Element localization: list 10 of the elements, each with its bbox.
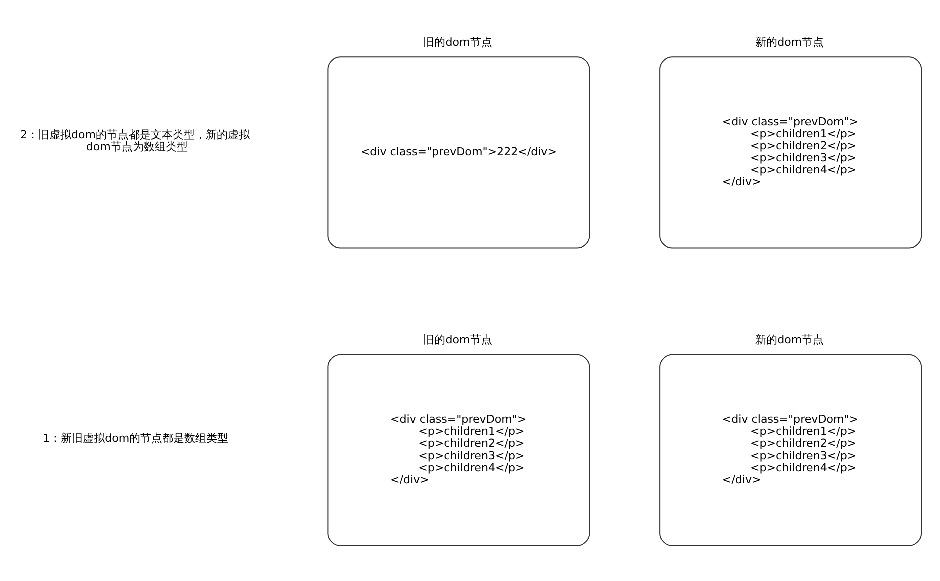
node-box: <div class="prevDom"> <p>children1</p> <p>children2</p> <p>children3</p> <p>children4</p> </div> [328, 354, 590, 546]
node-box: <div class="prevDom"> <p>children1</p> <p>children2</p> <p>children3</p> <p>children4</p> </div> [660, 56, 922, 249]
label: 1：新旧虚拟dom的节点都是数组类型 [43, 432, 229, 446]
node-label: 新的dom节点 [756, 36, 824, 49]
node-box: <div class="prevDom">222</div> [328, 56, 590, 249]
node-label: 新的dom节点 [756, 334, 824, 347]
label: 2：旧虚拟dom的节点都是文本类型，新的虚拟dom节点为数组类型 [20, 128, 250, 154]
node-box: <div class="prevDom"> <p>children1</p> <p>children2</p> <p>children3</p> <p>children4</p> </div> [660, 354, 922, 546]
node-label: 旧的dom节点 [424, 36, 492, 49]
node-label: 旧的dom节点 [424, 334, 492, 347]
